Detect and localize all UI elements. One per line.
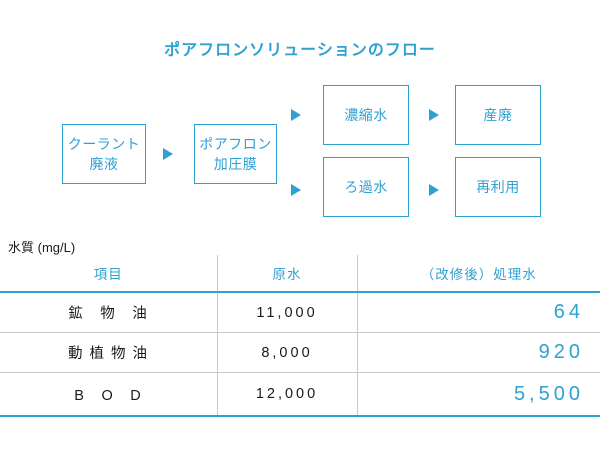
flow-box-concentrated-water: 濃縮水 [323,85,409,145]
table-row: B O D 12,000 5,500 [0,372,600,417]
flow-box-label-line1: クーラント [67,136,141,152]
diagram-title: ポアフロンソリューションのフロー [164,42,436,59]
flow-box-label: 再利用 [476,179,520,195]
flow-box-filtered-water: ろ過水 [323,157,409,217]
flow-box-label-line1: ポアフロン [199,136,272,152]
item-cell: 動 植 物 油 [0,332,217,373]
flow-box-reuse: 再利用 [455,157,541,217]
col-header-treated-water: （改修後）処理水 [356,255,600,293]
raw-water-cell: 8,000 [216,332,357,373]
treated-water-cell: 5,500 [356,372,600,417]
treated-water-cell: 920 [356,332,600,373]
flow-arrow-icon [291,109,301,121]
table-row: 鉱 物 油 11,000 64 [0,292,600,333]
flow-box-coolant-waste: クーラント 廃液 [62,124,146,184]
flow-box-label-line2: 廃液 [89,156,119,172]
item-cell: 鉱 物 油 [68,306,149,322]
flow-arrow-icon [429,184,439,196]
flow-box-label-line2: 加圧膜 [213,156,258,172]
flow-box-industrial-waste: 産廃 [455,85,541,145]
raw-water-cell: 11,000 [216,292,357,333]
flow-box-poreflon-membrane: ポアフロン 加圧膜 [194,124,277,184]
col-header-raw-water: 原水 [216,255,357,293]
raw-water-cell: 12,000 [216,372,357,417]
treated-water-cell: 64 [356,292,600,333]
col-header-item: 項目 [0,255,217,293]
flow-box-label: 濃縮水 [344,107,388,123]
flow-arrow-icon [429,109,439,121]
flow-box-label: ろ過水 [344,179,388,195]
water-quality-table: 項目 原水 （改修後）処理水 鉱 物 油 11,000 64 動 植 物 油 8… [0,255,600,417]
table-header-row: 項目 原水 （改修後）処理水 [0,255,600,293]
item-cell: B O D [0,372,217,417]
table-row: 動 植 物 油 8,000 920 [0,332,600,373]
water-quality-caption: 水質 (mg/L) [8,240,76,255]
flow-arrow-icon [291,184,301,196]
flow-arrow-icon [163,148,173,160]
flow-box-label: 産廃 [483,107,513,123]
